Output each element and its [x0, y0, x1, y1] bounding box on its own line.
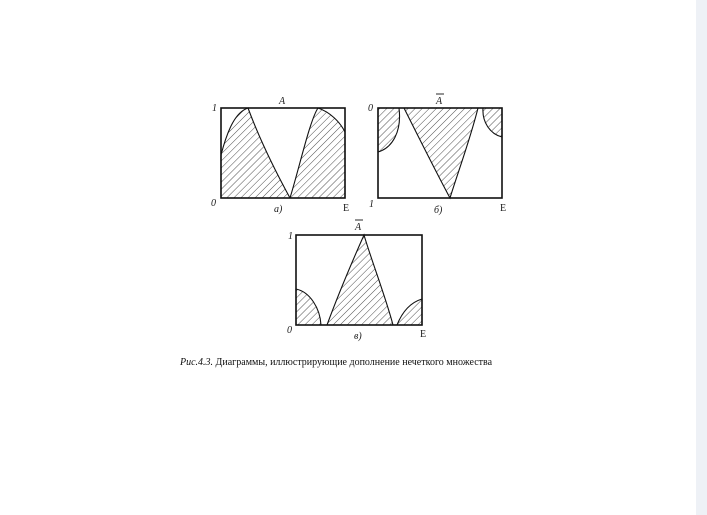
panel-a-sublabel: а)	[274, 204, 283, 215]
panel-v-y-bottom-label: 0	[287, 325, 292, 336]
panel-v-left-region	[295, 288, 322, 326]
panel-b-left-region	[377, 107, 401, 153]
panel-v: A 1 0 E в)	[287, 219, 426, 342]
panel-b-x-label: E	[500, 203, 506, 214]
figure-caption: Рис.4.3. Диаграммы, иллюстрирующие допол…	[180, 357, 492, 368]
panel-a-left-region	[220, 107, 291, 199]
panel-b-y-top-label: 0	[368, 103, 373, 114]
panel-b-y-bottom-label: 1	[369, 199, 374, 210]
panel-b-title: A	[435, 96, 443, 107]
panel-b: A 0 1 E б)	[368, 93, 506, 216]
panel-a-right-region	[289, 107, 346, 199]
panel-v-y-top-label: 1	[288, 231, 293, 242]
panel-a-y-top-label: 1	[212, 103, 217, 114]
panel-a-y-bottom-label: 0	[211, 198, 216, 209]
panel-b-center-region	[403, 107, 479, 200]
panel-b-frame	[377, 107, 503, 199]
panel-v-frame	[295, 234, 423, 326]
panel-a-title: A	[278, 96, 286, 107]
panel-b-right-region	[482, 107, 503, 138]
panel-v-right-region	[396, 298, 423, 326]
viewer-right-strip	[696, 0, 707, 515]
panel-v-title: A	[354, 222, 362, 233]
panel-v-x-label: E	[420, 329, 426, 340]
panel-a: A 1 0 E а)	[211, 96, 349, 215]
panel-b-sublabel: б)	[434, 205, 443, 216]
figure-caption-number: Рис.4.3.	[180, 357, 214, 368]
panel-v-sublabel: в)	[354, 331, 362, 342]
panel-a-x-label: E	[343, 203, 349, 214]
panel-a-frame	[220, 107, 346, 199]
panel-v-center-region	[326, 233, 394, 326]
figure-caption-text: Диаграммы, иллюстрирующие дополнение неч…	[215, 357, 493, 368]
